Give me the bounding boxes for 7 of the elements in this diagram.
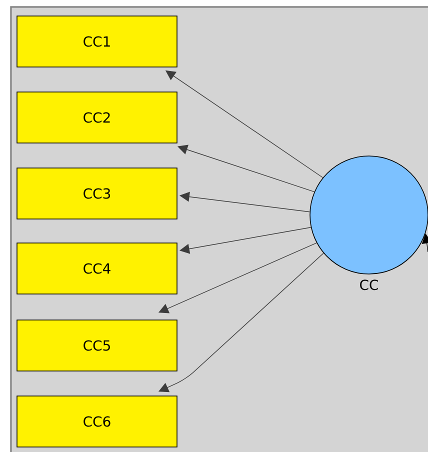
label-box: CC4 <box>16 242 178 294</box>
label-box: CC1 <box>16 16 178 68</box>
node-label: CC <box>360 280 378 290</box>
label-box: CC3 <box>16 168 178 220</box>
label-box: CC2 <box>16 92 178 144</box>
label-box: CC5 <box>16 320 178 372</box>
label-box: CC6 <box>16 396 178 448</box>
